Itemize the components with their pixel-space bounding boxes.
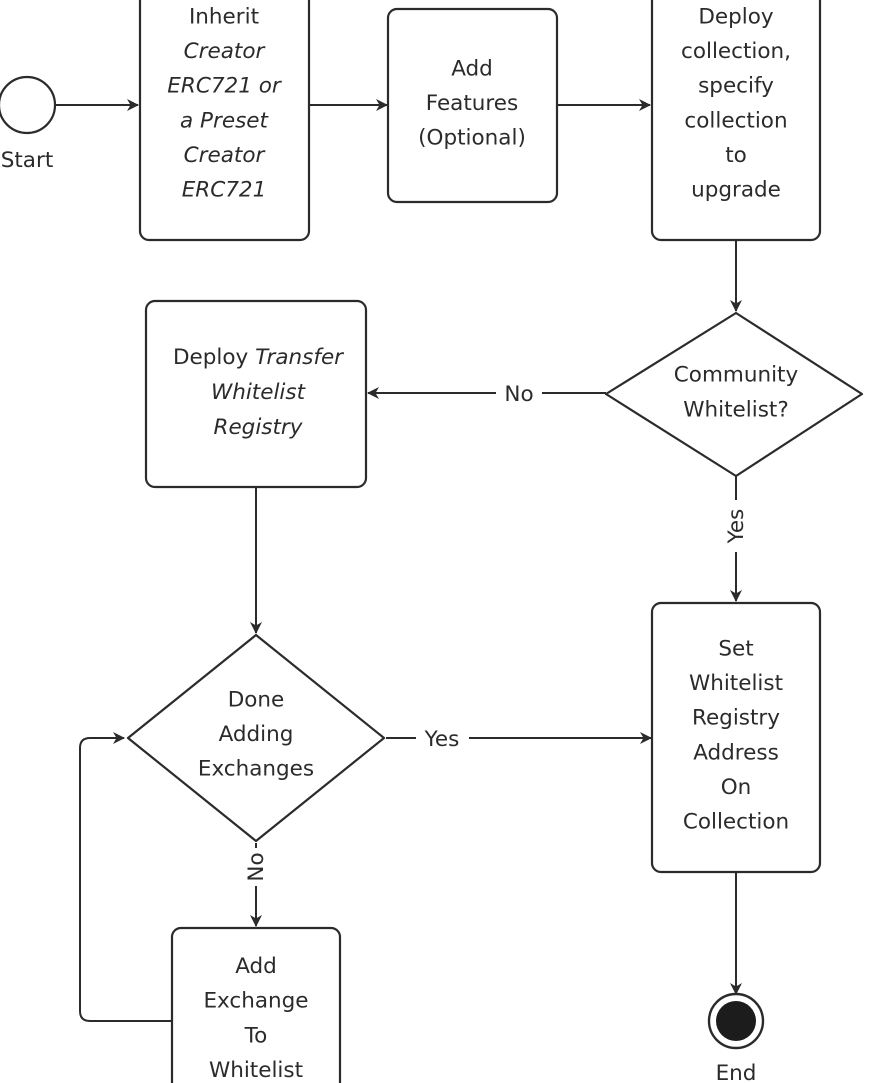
inherit-box: [138, 0, 311, 242]
node-label-line: (Optional): [418, 126, 526, 151]
edge-add-exchange-loop-to-done-adding: [79, 732, 171, 1022]
node-label-line: a Preset: [180, 108, 269, 133]
edge-label-community-yes: Yes: [724, 509, 749, 545]
node-label-line: ERC721 or: [167, 74, 282, 99]
node-label-line: Exchanges: [198, 757, 314, 782]
start-node: Start: [0, 75, 57, 173]
node-label-line: Adding: [219, 722, 294, 747]
node-label-line: ERC721: [182, 178, 267, 203]
end-inner-circle: [716, 1001, 756, 1041]
community-whitelist-diamond: [604, 311, 864, 478]
node-label-line: Deploy: [173, 345, 255, 370]
edges: [56, 99, 742, 1022]
node-label-line: Address: [693, 740, 779, 765]
edge-label-community-no: No: [504, 382, 533, 407]
node-label-line: Collection: [683, 810, 789, 835]
edge-label-done-no: No: [244, 852, 269, 881]
node-label-line: Whitelist: [209, 1058, 303, 1083]
node-label-line: Whitelist: [211, 380, 307, 405]
node-label-line: Transfer: [255, 345, 344, 370]
node-label-line: Set: [718, 637, 753, 662]
node-label-line: Inherit: [189, 5, 259, 30]
node-label-line: collection: [684, 108, 787, 133]
node-label-line: Deploy: [698, 5, 774, 30]
start-circle: [0, 75, 57, 135]
node-label-line: collection,: [681, 39, 791, 64]
node-label-line: Add: [235, 954, 277, 979]
edge-label-done-yes: Yes: [424, 727, 460, 752]
node-label-line: Features: [426, 91, 518, 116]
deploy-registry-box: [144, 299, 368, 489]
node-label-line: specify: [698, 74, 774, 99]
node-label-line: Registry: [692, 706, 780, 731]
node-label-line: On: [721, 775, 752, 800]
node-label-line: Add: [451, 56, 493, 81]
done-adding-diamond: [126, 633, 386, 843]
deploy-collection-text: Deploy collection, specify collection to upgr…: [681, 5, 791, 203]
add-exchange-box: [170, 926, 342, 1083]
set-whitelist-box: [650, 601, 822, 874]
node-label-line: to: [725, 143, 747, 168]
add-features-box: [386, 7, 559, 204]
node-label-line: To: [244, 1023, 268, 1048]
node-label-line: Community: [674, 363, 799, 388]
node-label-line: Whitelist?: [683, 397, 789, 422]
end-label: End: [716, 1061, 757, 1083]
node-label-line: Whitelist: [689, 671, 783, 696]
deploy-collection-box: [650, 0, 822, 242]
node-label-line: Done: [228, 687, 285, 712]
node-label-line: Exchange: [203, 989, 308, 1014]
node-label-line: Creator: [184, 39, 266, 64]
edge-labels: No Yes Yes No: [244, 382, 749, 882]
start-label: Start: [1, 148, 54, 173]
node-label-line: Creator: [184, 143, 266, 168]
end-node: End: [707, 992, 765, 1083]
node-label-line: upgrade: [691, 178, 781, 203]
node-label-line: Registry: [214, 415, 303, 440]
